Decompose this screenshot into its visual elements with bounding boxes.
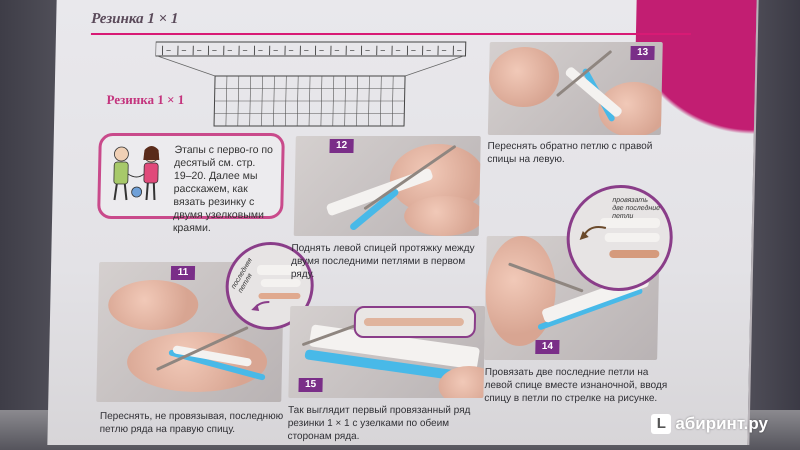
diagram-connector-left [157, 55, 216, 77]
diagram-top-symbol: |– [358, 45, 370, 57]
step-14-caption: Провязать две последние петли на левой с… [484, 367, 668, 404]
diagram-top-symbol: |– [267, 45, 279, 57]
step-12-photo [293, 136, 481, 236]
diagram-top-symbols: |–|–|–|–|–|–|–|–|–|–|–|–|–|–|–|–|–|–|–|– [159, 45, 462, 57]
arrow-icon [251, 301, 270, 311]
diagram-top-symbol: |– [297, 45, 309, 57]
step-15-caption: Так выглядит первый провязанный ряд рези… [287, 405, 471, 442]
rib-stitch-diagram: |–|–|–|–|–|–|–|–|–|–|–|–|–|–|–|–|–|–|–|– [154, 41, 467, 127]
step-12-badge: 12 [329, 139, 354, 153]
step-14-badge: 14 [535, 340, 560, 354]
labirint-logo-icon: L [651, 414, 672, 434]
diagram-subtitle: Резинка 1 × 1 [106, 92, 185, 107]
diagram-connector-right [404, 55, 464, 77]
diagram-top-symbol: |– [450, 45, 462, 57]
intro-text: Этапы с перво-го по десятый см. стр. 19–… [172, 144, 274, 234]
diagram-top-symbol: |– [190, 45, 202, 57]
diagram-top-symbol: |– [175, 45, 187, 57]
watermark-text: абиринт.ру [675, 414, 768, 433]
diagram-top-symbol: |– [236, 45, 248, 57]
book-page: Резинка 1 × 1 |–|–|–|–|–|–|–|–|–|–|–|–|–… [47, 0, 759, 445]
diagram-top-symbol: |– [251, 45, 263, 57]
step-11-caption: Переснять, не провязывая, последнюю петл… [99, 411, 284, 435]
diagram-top-symbol: |– [312, 45, 324, 57]
diagram-top-symbol: |– [420, 45, 432, 57]
header-rule [90, 33, 691, 35]
diagram-top-symbol: |– [282, 45, 294, 57]
step-13-caption: Переснять обратно петлю с правой спицы н… [487, 141, 653, 165]
curved-arrow-icon [579, 226, 607, 240]
step-15-badge: 15 [298, 378, 323, 392]
diagram-top-symbol: |– [159, 45, 171, 57]
step-14-inset-label: провязать две последние петли [612, 197, 661, 220]
page-header-title: Резинка 1 × 1 [91, 11, 179, 27]
knitter-characters-illustration [113, 146, 160, 201]
step-12-caption: Поднять левой спицей протяжку между двум… [290, 243, 475, 280]
diagram-grid-lines [214, 76, 405, 126]
step-11-badge: 11 [170, 266, 196, 280]
diagram-top-symbol: |– [404, 45, 416, 57]
step-15-inset [353, 306, 477, 338]
diagram-top-symbol: |– [205, 45, 217, 57]
diagram-top-symbol: |– [328, 45, 340, 57]
intro-box: Этапы с перво-го по десятый см. стр. 19–… [97, 133, 285, 234]
diagram-top-symbol: |– [374, 45, 386, 57]
diagram-top-symbol: |– [343, 45, 355, 57]
labirint-watermark: L абиринт.ру [651, 414, 768, 434]
diagram-top-symbol: |– [389, 45, 401, 57]
diagram-top-symbol: |– [221, 45, 233, 57]
diagram-top-symbol: |– [435, 45, 447, 57]
diagram-top-row [154, 41, 467, 57]
step-13-badge: 13 [630, 46, 655, 60]
